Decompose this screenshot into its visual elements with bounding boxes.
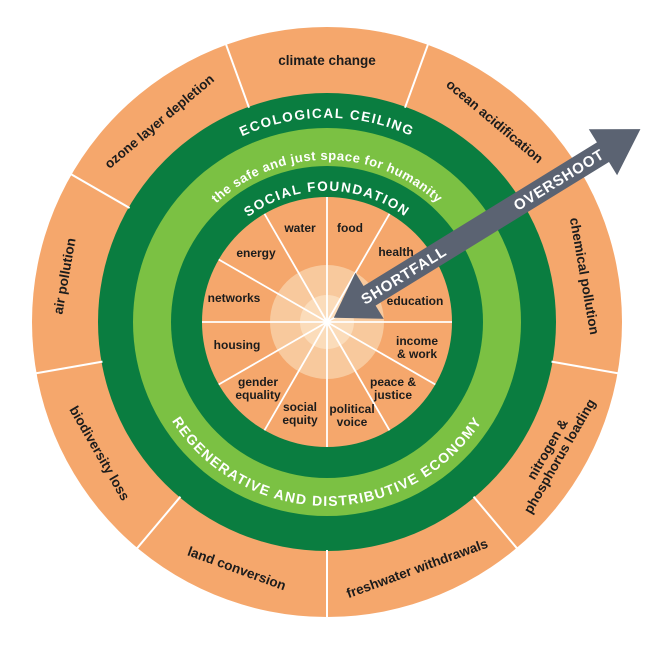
- segment-divider: [218, 321, 328, 386]
- inner-segment-label: food: [337, 221, 363, 235]
- segment-divider: [263, 321, 328, 431]
- svg-text:justice: justice: [373, 388, 412, 402]
- svg-text:gender: gender: [238, 375, 278, 389]
- segment-divider: [404, 43, 430, 109]
- inner-segment-label: water: [283, 221, 316, 235]
- inner-segment-label: networks: [208, 291, 261, 305]
- svg-text:& work: & work: [397, 347, 437, 361]
- segment-divider: [472, 496, 519, 550]
- outer-segment-label: climate change: [278, 53, 376, 68]
- segment-divider: [135, 496, 182, 550]
- svg-text:voice: voice: [337, 415, 368, 429]
- arrow-shape: [333, 129, 641, 319]
- svg-text:peace &: peace &: [370, 375, 416, 389]
- inner-segment-label: health: [378, 245, 413, 259]
- segment-divider: [326, 213, 391, 323]
- segment-divider: [70, 173, 131, 209]
- segment-divider: [551, 360, 619, 375]
- inner-segment-label: education: [387, 294, 444, 308]
- segment-divider: [263, 213, 328, 323]
- segment-divider: [326, 321, 391, 431]
- svg-text:social: social: [283, 400, 317, 414]
- segment-divider: [218, 258, 328, 323]
- inner-segment-label: peace & justice: [370, 375, 416, 402]
- inner-segment-label: income & work: [396, 334, 438, 361]
- segment-divider: [326, 321, 436, 386]
- inner-segment-label: political voice: [329, 402, 374, 429]
- inner-segment-label: gender equality: [235, 375, 281, 402]
- inner-segment-label: social equity: [282, 400, 318, 427]
- segment-divider: [35, 360, 103, 375]
- svg-text:political: political: [329, 402, 374, 416]
- svg-text:equality: equality: [235, 388, 281, 402]
- svg-text:income: income: [396, 334, 438, 348]
- inner-segment-label: energy: [236, 246, 276, 260]
- svg-text:equity: equity: [282, 413, 318, 427]
- center-dot: [323, 318, 331, 326]
- inner-segment-label: housing: [214, 338, 261, 352]
- inner-segment-labels: water food health education income & wor…: [208, 221, 444, 429]
- segment-divider: [224, 43, 250, 109]
